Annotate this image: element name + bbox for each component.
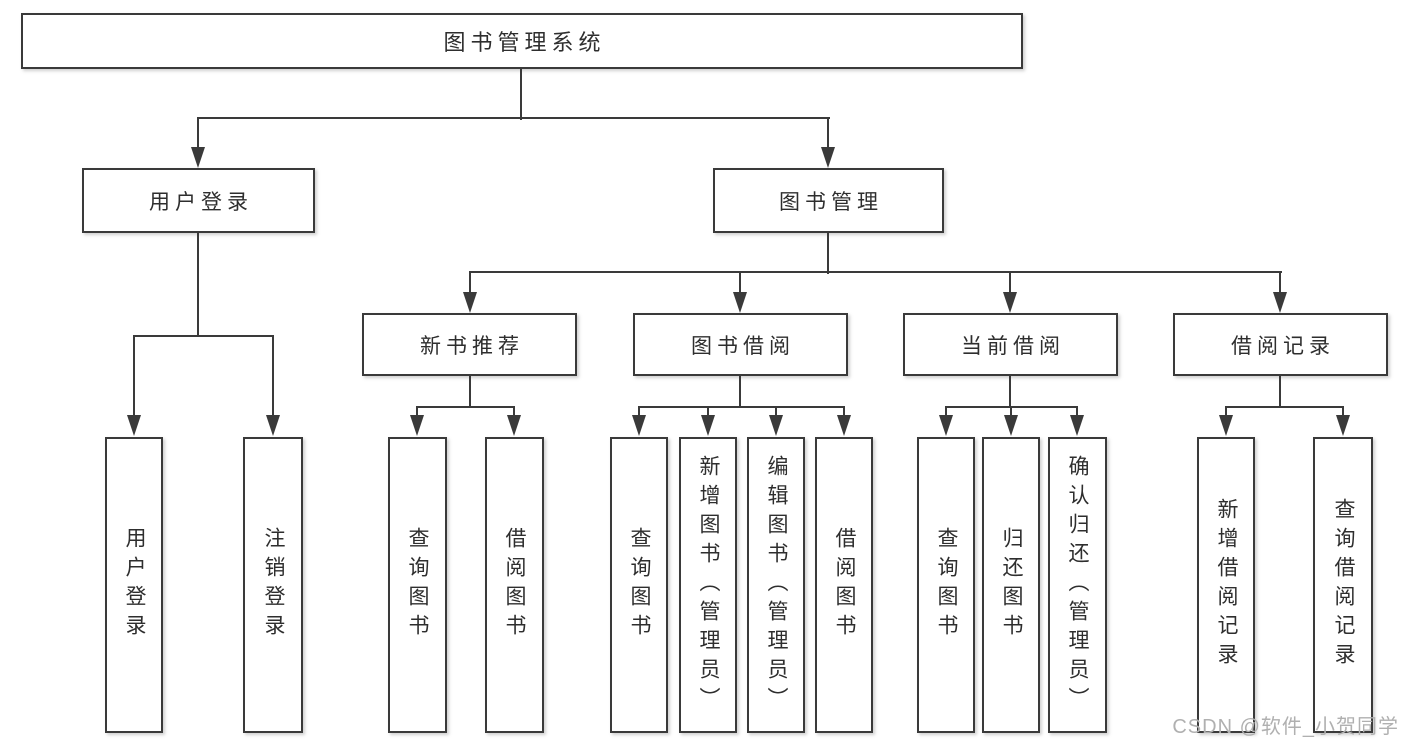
- connector-line: [1009, 376, 1011, 408]
- leaf-user-login: 用户登录: [105, 437, 163, 733]
- csdn-watermark: CSDN @软件_小贺同学: [1172, 716, 1399, 738]
- node-book-borrow: 图书借阅: [633, 313, 848, 376]
- node-current-borrow: 当前借阅: [903, 313, 1118, 376]
- arrow-down-icon: [127, 415, 141, 436]
- connector-line: [1009, 271, 1011, 294]
- node-root: 图书管理系统: [21, 13, 1023, 69]
- arrow-down-icon: [191, 147, 205, 168]
- arrow-down-icon: [701, 415, 715, 436]
- connector-line: [827, 233, 829, 274]
- node-new-book-recommend: 新书推荐: [362, 313, 577, 376]
- connector-line: [197, 233, 199, 337]
- connector-line: [520, 69, 522, 120]
- connector-line: [272, 335, 274, 416]
- connector-line: [707, 406, 709, 417]
- arrow-down-icon: [939, 415, 953, 436]
- connector-line: [469, 271, 471, 294]
- leaf-borrow-borrow-books: 借阅图书: [815, 437, 873, 733]
- connector-line: [133, 335, 274, 337]
- connector-line: [417, 406, 515, 408]
- leaf-borrow-edit-books-admin: 编辑图书（管理员）: [747, 437, 805, 733]
- connector-line: [1279, 376, 1281, 408]
- arrow-down-icon: [1219, 415, 1233, 436]
- arrow-down-icon: [463, 292, 477, 313]
- connector-line: [945, 406, 947, 417]
- connector-line: [638, 406, 845, 408]
- connector-line: [197, 117, 830, 119]
- connector-line: [1279, 271, 1281, 294]
- arrow-down-icon: [1070, 415, 1084, 436]
- leaf-borrow-add-books-admin: 新增图书（管理员）: [679, 437, 737, 733]
- leaf-records-query-record: 查询借阅记录: [1313, 437, 1373, 733]
- connector-line: [469, 376, 471, 408]
- connector-line: [775, 406, 777, 417]
- connector-line: [638, 406, 640, 417]
- leaf-recommend-borrow-books: 借阅图书: [485, 437, 544, 733]
- node-user-login: 用户登录: [82, 168, 315, 233]
- arrow-down-icon: [632, 415, 646, 436]
- arrow-down-icon: [821, 147, 835, 168]
- connector-line: [1076, 406, 1078, 417]
- leaf-logout: 注销登录: [243, 437, 303, 733]
- arrow-down-icon: [837, 415, 851, 436]
- node-borrow-records: 借阅记录: [1173, 313, 1388, 376]
- arrow-down-icon: [1004, 415, 1018, 436]
- leaf-current-query-books: 查询图书: [917, 437, 975, 733]
- arrow-down-icon: [507, 415, 521, 436]
- node-book-management: 图书管理: [713, 168, 944, 233]
- arrow-down-icon: [266, 415, 280, 436]
- arrow-down-icon: [410, 415, 424, 436]
- connector-line: [1225, 406, 1344, 408]
- leaf-current-return-books: 归还图书: [982, 437, 1040, 733]
- arrow-down-icon: [1003, 292, 1017, 313]
- connector-line: [1225, 406, 1227, 417]
- connector-line: [843, 406, 845, 417]
- connector-line: [513, 406, 515, 417]
- connector-line: [739, 376, 741, 408]
- connector-line: [133, 335, 135, 416]
- connector-line: [469, 271, 1282, 273]
- connector-line: [1010, 406, 1012, 417]
- connector-line: [827, 117, 829, 149]
- arrow-down-icon: [733, 292, 747, 313]
- leaf-current-confirm-return-admin: 确认归还（管理员）: [1048, 437, 1107, 733]
- connector-line: [416, 406, 418, 417]
- arrow-down-icon: [769, 415, 783, 436]
- leaf-records-add-record: 新增借阅记录: [1197, 437, 1255, 733]
- leaf-recommend-query-books: 查询图书: [388, 437, 447, 733]
- connector-line: [197, 117, 199, 149]
- connector-line: [739, 271, 741, 294]
- leaf-borrow-query-books: 查询图书: [610, 437, 668, 733]
- arrow-down-icon: [1273, 292, 1287, 313]
- arrow-down-icon: [1336, 415, 1350, 436]
- connector-line: [1342, 406, 1344, 417]
